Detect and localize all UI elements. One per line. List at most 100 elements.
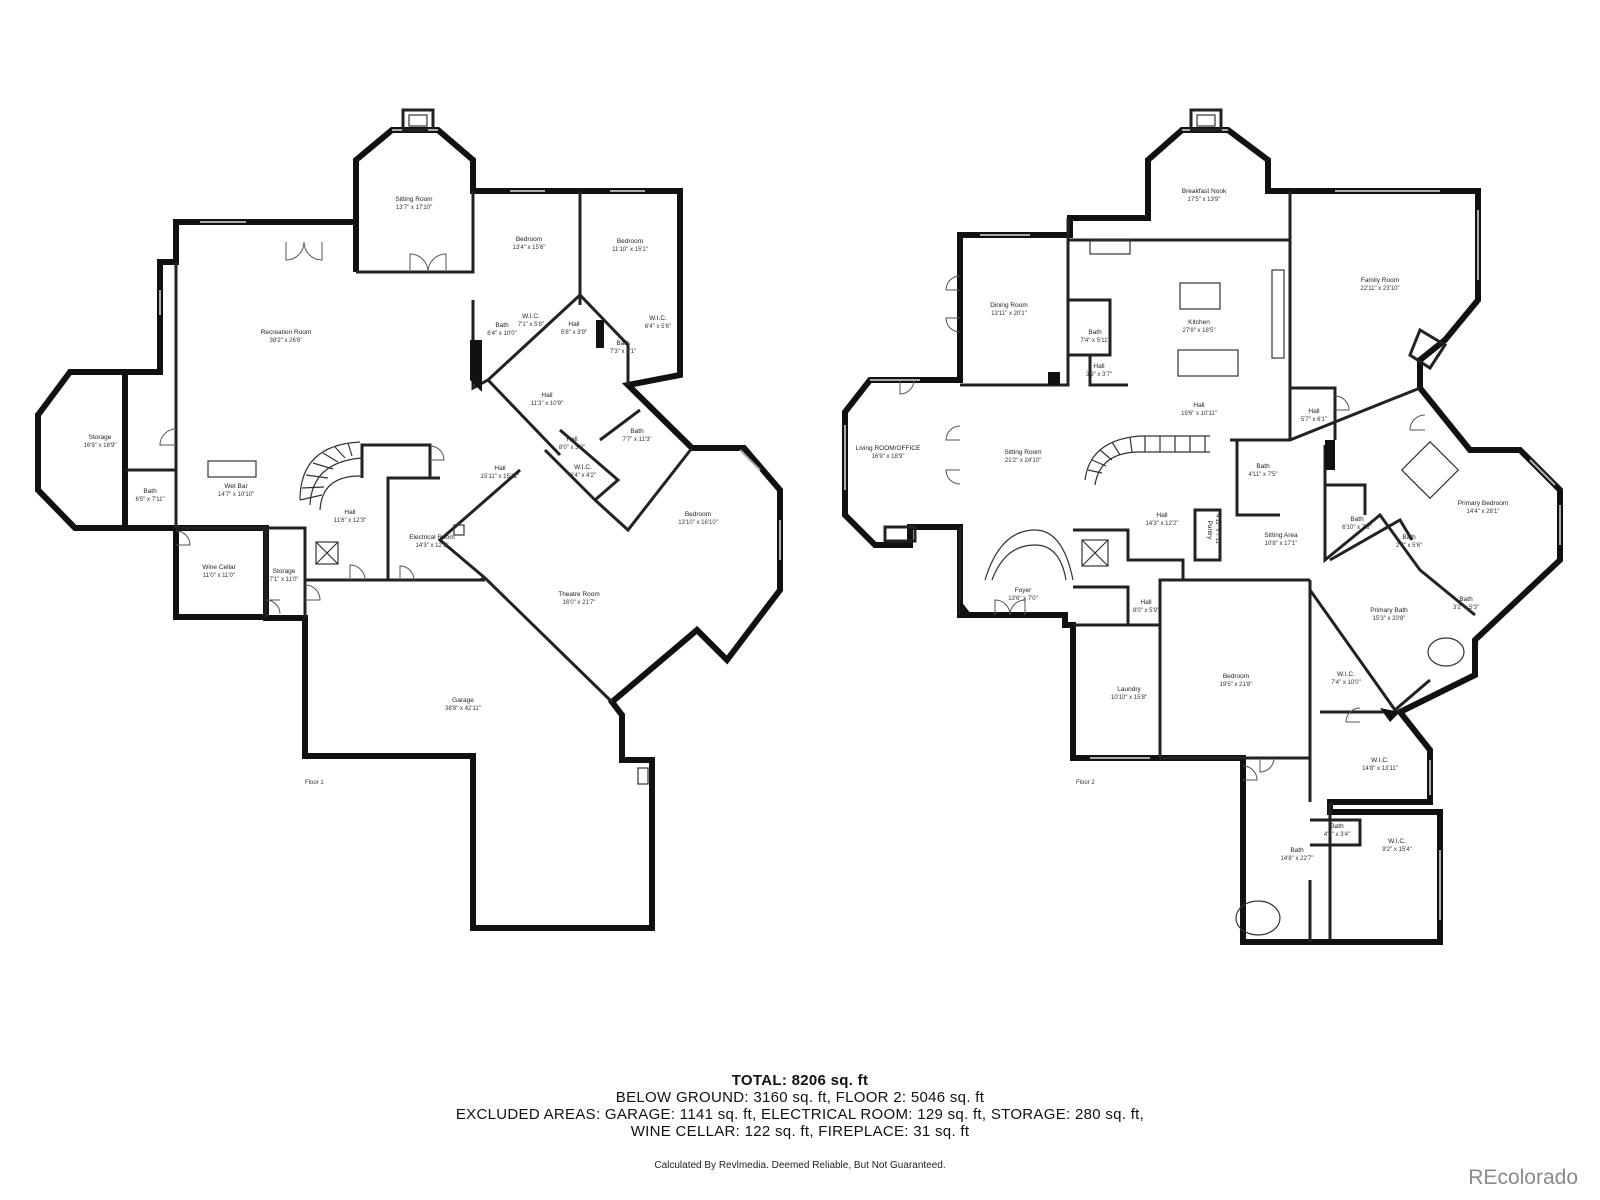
room-name: Bedroom (516, 236, 542, 243)
room-dim: 7'1" x 11'0" (269, 577, 298, 583)
floor1-doors (159, 241, 447, 615)
room-dim: 8'0" x 3'0" (559, 445, 585, 451)
room-name: Electrical Room (409, 534, 455, 541)
kitchen-island (1179, 282, 1221, 310)
room-dim: 14'3" x 12'3" (416, 543, 449, 549)
room-dim: 11'0" x 11'0" (203, 573, 235, 579)
floor2-wall-corner-3 (1325, 440, 1335, 470)
room-dim: 10'8" x 17'1" (1265, 541, 1298, 547)
room-name: W.I.C. (574, 464, 592, 471)
floor2-elevator (1081, 539, 1109, 567)
room-dim: 9'2" x 15'4" (1382, 847, 1412, 853)
garage-fixture (637, 767, 649, 785)
room-name: Bath (1256, 463, 1270, 470)
room-name: Primary Bedroom (1458, 500, 1509, 507)
room-dim: 13'4" x 15'6" (513, 245, 546, 251)
room-dim: 6'4" x 4'2" (570, 473, 596, 479)
room-dim: 13'11" x 20'1" (991, 311, 1027, 317)
floor2-chimney (1189, 108, 1223, 132)
room-dim: 7'3" x 8'1" (610, 349, 636, 355)
room-dim: 8'0" x 5'9" (1133, 608, 1159, 614)
room-name: Bedroom (685, 511, 711, 518)
room-name: Storage (89, 434, 112, 441)
room-name: Garage (452, 697, 474, 704)
room-dim: 15'11" x 15'11" (481, 474, 520, 480)
floor1-wall-corner-2 (596, 320, 604, 348)
room-name: Bath (630, 428, 644, 435)
room-dim: 6'4" x 5'6" (645, 324, 671, 330)
room-dim: 7'4" x 10'0" (1331, 680, 1361, 686)
room-name: Hall (494, 465, 506, 472)
room-name: Bath (495, 322, 509, 329)
floor2-chimney-inner (1196, 114, 1216, 127)
floor1-stair (299, 441, 363, 511)
floor2-outer-wall (842, 127, 1563, 945)
floor2-plan: Breakfast Nook 17'5" x 13'9" Family Room… (842, 108, 1563, 945)
room-dim: 38'8" x 42'11" (445, 706, 481, 712)
room-name: Hall (541, 392, 553, 399)
floor1-wall-corner (470, 340, 482, 392)
room-dim: 3'9" x 3'7" (1086, 372, 1112, 378)
foyer-stair-arc (984, 529, 1074, 581)
room-name: Bath (1290, 847, 1304, 854)
room-name: Hall (1156, 512, 1168, 519)
room-dim: 11'3" x 10'9" (531, 401, 563, 407)
room-name: W.I.C. (522, 313, 540, 320)
floor2-wall-corner-2 (960, 600, 972, 615)
floor2-label: Floor 2 (1076, 780, 1095, 786)
room-dim: 5'7" x 6'1" (1301, 417, 1327, 423)
room-name: Breakfast Nook (1182, 188, 1227, 195)
room-name: Bath (1350, 516, 1364, 523)
wet-bar-counter (207, 460, 257, 478)
room-dim: 4'2" x 3'4" (1324, 832, 1350, 838)
room-name: Hall (1193, 402, 1205, 409)
room-name: Hall (1140, 599, 1152, 606)
room-name: Bath (1459, 596, 1473, 603)
room-dim: 4'11" x 7'5" (1248, 472, 1277, 478)
area-summary: TOTAL: 8206 sq. ft BELOW GROUND: 3160 sq… (0, 1072, 1600, 1140)
room-name: Recreation Room (261, 329, 312, 336)
total-area: TOTAL: 8206 sq. ft (731, 1072, 869, 1089)
room-name: W.I.C. (1337, 671, 1355, 678)
brand-logo: REcolorado (1468, 1166, 1578, 1189)
room-dim: 15'3" x 20'8" (1373, 616, 1406, 622)
primary-bathtub (1427, 637, 1465, 667)
room-dim: 14'7" x 10'10" (218, 492, 254, 498)
room-name: Foyer (1015, 587, 1032, 594)
elevator-cross (315, 541, 339, 565)
floor1-chimney-inner (408, 114, 428, 127)
room-name: Bath (143, 488, 157, 495)
floor2-stair (1084, 435, 1210, 486)
room-dim: 17'5" x 13'9" (1188, 197, 1221, 203)
kitchen-sink-counter (1089, 239, 1131, 255)
room-dim: 27'9" x 18'5" (1183, 328, 1216, 334)
room-dim: 38'2" x 26'6" (270, 338, 303, 344)
room-name: Kitchen (1188, 319, 1210, 326)
room-dim: 3'2" x 5'3" (1453, 605, 1479, 611)
room-dim: 21'2" x 24'10" (1005, 458, 1041, 464)
floor1-interior-walls (125, 191, 694, 704)
room-dim: 22'11" x 23'10" (1360, 286, 1399, 292)
family-fireplace (1408, 327, 1448, 371)
area-line-below-ground: BELOW GROUND: 3160 sq. ft, FLOOR 2: 5046… (615, 1089, 985, 1106)
room-dim: 16'9" x 18'9" (84, 443, 117, 449)
room-dim: 13'7" x 17'10" (396, 205, 432, 211)
room-dim: 13'10" x 16'10" (678, 520, 718, 526)
room-name: Hall (568, 321, 580, 328)
room-name: Bedroom (617, 238, 643, 245)
room-name: Primary Bath (1370, 607, 1408, 614)
room-dim: 13'6" x 7'0" (1008, 596, 1038, 602)
floor1-chimney (401, 108, 435, 132)
area-line-excluded-cont: WINE CELLAR: 122 sq. ft, FIREPLACE: 31 s… (630, 1123, 970, 1140)
room-dim: 19'6" x 10'11" (1181, 411, 1217, 417)
room-name: Pantry (1206, 521, 1213, 541)
room-name: Sitting Area (1264, 532, 1298, 539)
room-name: Bedroom (1223, 673, 1249, 680)
room-dim: 16'9" x 18'9" (872, 454, 905, 460)
floor1-windows (159, 129, 781, 560)
room-dim: 2'8" x 5'6" (1396, 543, 1422, 549)
disclaimer: Calculated By Revlmedia. Deemed Reliable… (654, 1160, 946, 1171)
room-name: Living ROOM/OFFICE (856, 445, 921, 452)
room-name: Storage (273, 568, 296, 575)
kitchen-counter (1177, 349, 1239, 377)
